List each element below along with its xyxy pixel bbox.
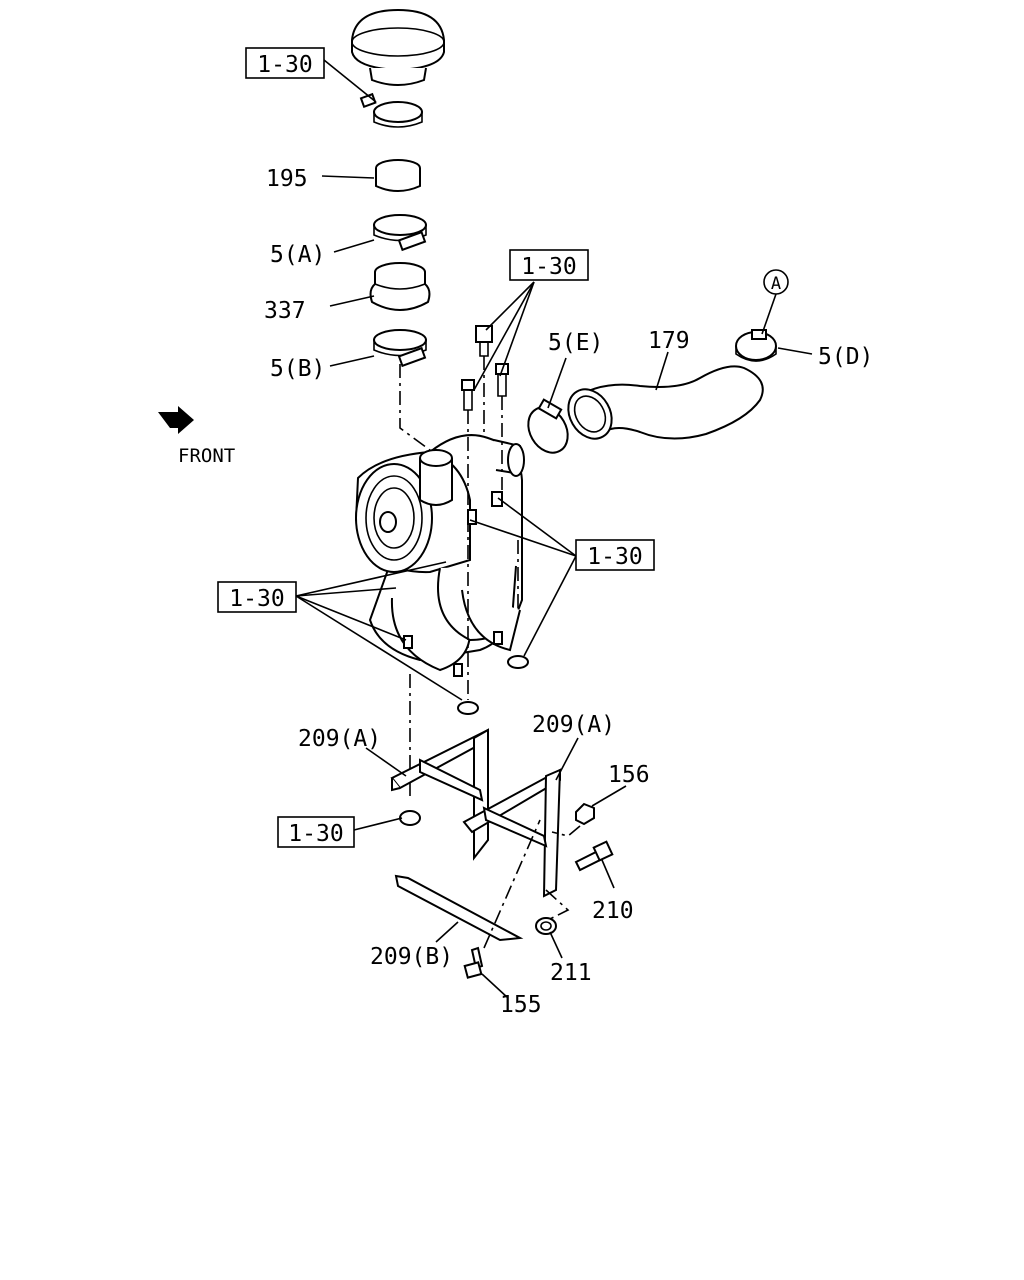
ref-label-mid: 1-30 bbox=[521, 254, 576, 280]
circle-a-marker: A bbox=[763, 269, 789, 295]
ref-label-top: 1-30 bbox=[257, 52, 312, 78]
ref-label-bottom: 1-30 bbox=[288, 821, 343, 847]
front-label: FRONT bbox=[178, 445, 235, 467]
label-5e: 5(E) bbox=[548, 330, 603, 356]
leader-lines bbox=[295, 59, 813, 999]
label-210: 210 bbox=[592, 898, 634, 924]
air-cleaner bbox=[354, 434, 525, 677]
clamp-5b bbox=[373, 329, 427, 368]
ref-label-left: 1-30 bbox=[229, 586, 284, 612]
nut-211 bbox=[535, 917, 557, 935]
ref-box-top[interactable]: 1-30 bbox=[245, 47, 325, 79]
label-209a-right: 209(A) bbox=[532, 712, 615, 738]
nut-bottom bbox=[399, 810, 421, 826]
label-5a: 5(A) bbox=[270, 242, 325, 268]
nut-156 bbox=[575, 802, 595, 826]
nut-right bbox=[507, 655, 529, 669]
ref-box-right[interactable]: 1-30 bbox=[575, 539, 655, 571]
label-337: 337 bbox=[264, 298, 306, 324]
bolt-210 bbox=[574, 840, 614, 872]
ref-box-left[interactable]: 1-30 bbox=[217, 581, 297, 613]
hose-179 bbox=[567, 365, 764, 440]
label-179: 179 bbox=[648, 328, 690, 354]
bracket-209a-left bbox=[390, 728, 489, 861]
air-cap bbox=[351, 8, 445, 86]
ref-box-mid[interactable]: 1-30 bbox=[509, 249, 589, 281]
hose-337 bbox=[369, 262, 431, 311]
label-5d: 5(D) bbox=[818, 344, 873, 370]
label-209a-left: 209(A) bbox=[298, 726, 381, 752]
bolt-top-3 bbox=[461, 379, 475, 411]
bracket-209a-right bbox=[462, 768, 562, 898]
label-155: 155 bbox=[500, 992, 542, 1018]
part-195-ring bbox=[375, 159, 421, 192]
clamp-5a bbox=[373, 214, 427, 252]
label-195: 195 bbox=[266, 166, 308, 192]
bolt-155 bbox=[463, 946, 484, 979]
label-209b: 209(B) bbox=[370, 944, 453, 970]
circle-a-label: A bbox=[771, 274, 781, 294]
ref-box-bottom[interactable]: 1-30 bbox=[277, 816, 355, 848]
label-5b: 5(B) bbox=[270, 356, 325, 382]
label-211: 211 bbox=[550, 960, 592, 986]
label-156: 156 bbox=[608, 762, 650, 788]
cap-clamp bbox=[359, 92, 423, 128]
clamp-5e bbox=[527, 398, 569, 454]
bolt-top-1 bbox=[475, 325, 493, 357]
ref-label-right: 1-30 bbox=[587, 544, 642, 570]
bracket-209b bbox=[394, 874, 524, 942]
front-arrow-icon bbox=[158, 406, 194, 434]
clamp-5d bbox=[735, 329, 777, 362]
nut-center bbox=[457, 701, 479, 715]
